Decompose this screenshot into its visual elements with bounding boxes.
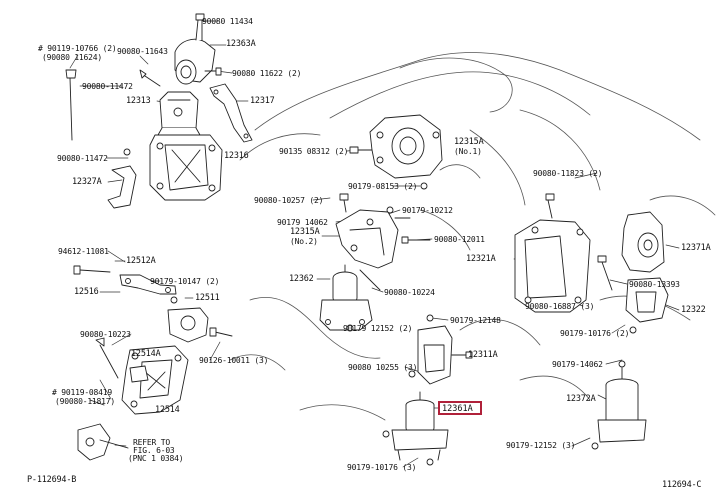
part-12327A: [107, 148, 137, 209]
label-90080-10224: 90080-10224: [384, 288, 435, 297]
label-12313: 12313: [126, 96, 151, 106]
part-12311A: [408, 314, 473, 385]
label-90179-08153: 90179-08153 (2): [348, 182, 418, 191]
label-12311A: 12311A: [468, 350, 498, 360]
part-12316: [149, 134, 223, 201]
label-90126-10011: 90126-10011 (3): [199, 356, 269, 365]
label-12514A: 12514A: [131, 349, 161, 359]
label-90179-12152-mid: 90179 12152 (2): [343, 324, 413, 333]
label-12362: 12362: [289, 274, 314, 284]
label-12361A: 12361A: [442, 404, 473, 414]
label-94612-11081: 94612-11081: [58, 247, 109, 256]
part-12317: [209, 83, 253, 143]
label-12516: 12516: [74, 287, 99, 297]
label-90080-11434: 90080 11434: [202, 17, 253, 26]
label-90179-10212: 90179-10212: [402, 206, 453, 215]
bolt-90080-11622: [204, 67, 222, 76]
label-90080-13393: 90080-13393: [629, 280, 680, 289]
label-12317: 12317: [250, 96, 275, 106]
label-90179-12152-r: 90179-12152 (3): [506, 441, 576, 450]
highlight-12361A[interactable]: 12361A: [438, 401, 482, 415]
label-refer-line3: (PNC 1 0384): [128, 454, 184, 463]
part-12313: [157, 91, 201, 136]
label-refer-line2: FIG. 6-03: [133, 446, 175, 455]
label-90080-11472-top: 90080-11472: [82, 82, 133, 91]
part-12372A: [591, 360, 647, 450]
part-12514A: [129, 365, 149, 383]
label-refer-line1: REFER TO: [133, 438, 170, 447]
label-no1: (No.1): [454, 147, 482, 156]
label-12511: 12511: [195, 293, 220, 303]
label-no2: (No.2): [290, 237, 318, 246]
engine-block-outline: [229, 52, 716, 421]
label-90119-08419: # 90119-08419: [52, 388, 113, 397]
long-bolt-90119-10766: [65, 69, 77, 141]
part-12371A: [621, 211, 665, 273]
label-90179-10176-r: 90179-10176 (2): [560, 329, 630, 338]
label-90080-11643: 90080-11643: [117, 47, 168, 56]
diagram-code-left: P-112694-B: [27, 475, 77, 485]
label-90179-14062-mid: 90179 14062: [277, 218, 328, 227]
label-12371A: 12371A: [681, 243, 711, 253]
part-12512A: [119, 274, 178, 304]
diagram-code-right: 112694-C: [662, 480, 702, 490]
lower-arm: [77, 399, 129, 461]
label-12315A-no1: 12315A: [454, 137, 484, 147]
bolt-94612-11081: [73, 265, 111, 275]
label-90135-08312: 90135 08312 (2): [279, 147, 349, 156]
label-90080-10255: 90080 10255 (3): [348, 363, 418, 372]
label-12512A: 12512A: [126, 256, 156, 266]
label-90080-12011: 90080-12011: [434, 235, 485, 244]
label-90179-12148: 90179-12148: [450, 316, 501, 325]
part-12321A: [514, 193, 591, 313]
label-90119-10766: # 90119-10766 (2): [38, 44, 117, 53]
part-12511: [167, 307, 233, 343]
bolt-90080-13393: [597, 255, 613, 291]
label-12372A: 12372A: [566, 394, 596, 404]
label-90179-10176-bot: 90179-10176 (3): [347, 463, 417, 472]
label-12321A: 12321A: [466, 254, 496, 264]
part-12315A-no1: [349, 114, 443, 190]
label-90080-11823: 90080-11823 (2): [533, 169, 603, 178]
label-12315A-no2: 12315A: [290, 227, 320, 237]
label-90080-16887: 90080-16887 (3): [525, 302, 595, 311]
part-12362: [319, 264, 381, 332]
label-90179-14062-r: 90179-14062: [552, 360, 603, 369]
label-12363A: 12363A: [226, 39, 256, 49]
part-12322: [625, 277, 669, 334]
part-12361A: [382, 391, 449, 466]
label-12514: 12514: [155, 405, 180, 415]
part-12514: [121, 345, 189, 415]
label-90080-10223: 90080-10223: [80, 330, 131, 339]
label-90080-11622: 90080 11622 (2): [232, 69, 302, 78]
label-90080-11817: (90080-11817): [55, 397, 116, 406]
label-90179-10147: 90179-10147 (2): [150, 277, 220, 286]
label-12316: 12316: [224, 151, 249, 161]
label-12322: 12322: [681, 305, 706, 315]
part-12315A-no2: [335, 193, 431, 269]
label-90080-11472-mid: 90080-11472: [57, 154, 108, 163]
label-90080-11624: (90080 11624): [42, 53, 103, 62]
label-90080-10257: 90080-10257 (2): [254, 196, 324, 205]
bolt-90080-11643: [139, 69, 161, 87]
label-12327A: 12327A: [72, 177, 102, 187]
bolt-90080-10223: [95, 337, 119, 379]
